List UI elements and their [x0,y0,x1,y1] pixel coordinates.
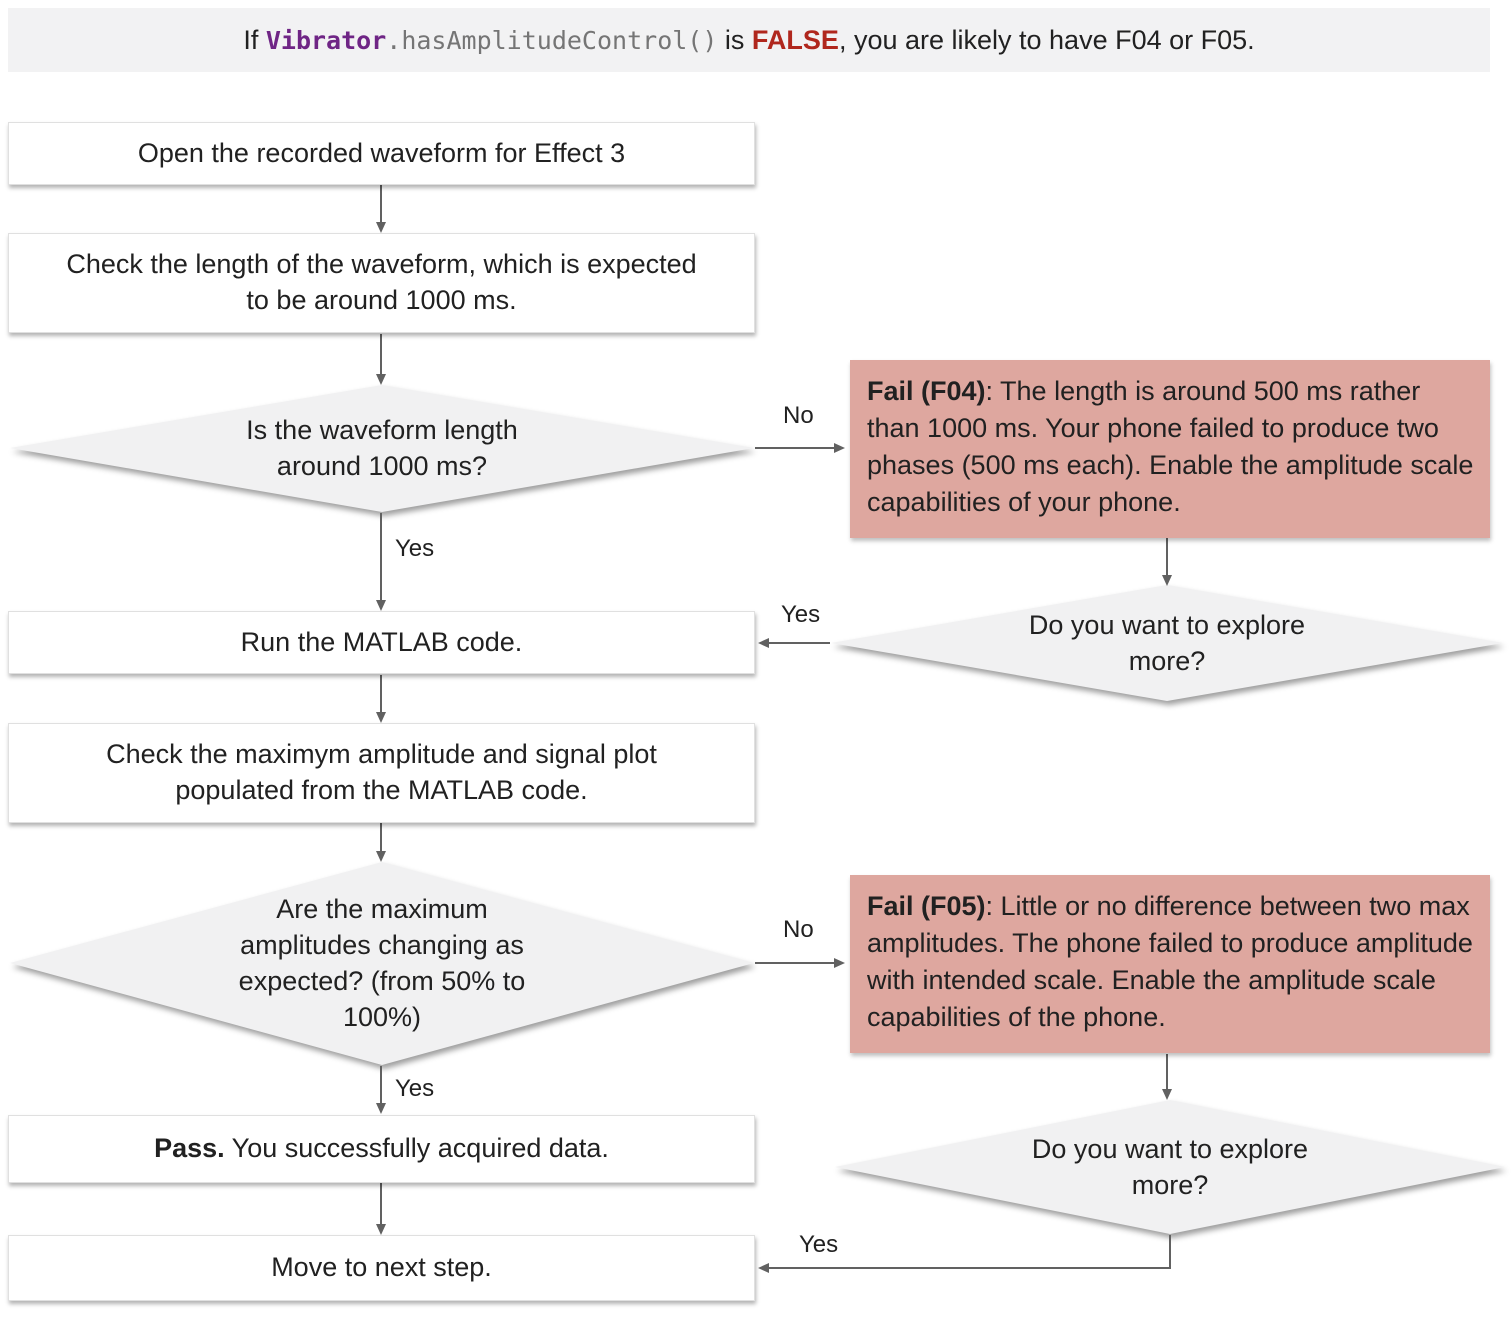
node-pass-title: Pass. [154,1133,225,1164]
node-next-step-label: Move to next step. [271,1252,492,1283]
node-run-matlab: Run the MATLAB code. [8,611,755,674]
edge-label-explore2-yes: Yes [799,1231,839,1258]
node-open-waveform: Open the recorded waveform for Effect 3 [8,122,755,185]
node-pass-body: You successfully acquired data. [224,1133,609,1164]
node-check-amplitude-label: Check the maximym amplitude and signal p… [106,739,657,805]
node-fail-f05-body: : Little or no difference between two ma… [867,891,1473,1032]
edge-label-amplitude-no: No [783,916,814,943]
edge-label-length-yes: Yes [395,535,435,562]
node-fail-f05: Fail (F05): Little or no difference betw… [850,875,1490,1053]
node-check-amplitude: Check the maximym amplitude and signal p… [8,723,755,823]
amplitude-decision-diamond [10,862,754,1065]
node-fail-f04-body: : The length is around 500 ms rather tha… [867,376,1474,517]
explore-more-1-label: Do you want to explore more? [1028,610,1306,676]
banner-code-method: .hasAmplitudeControl() [386,25,718,55]
edge-label-explore1-yes: Yes [781,601,821,628]
explore-more-2-label: Do you want to explore more? [1031,1134,1309,1200]
node-check-length-label: Check the length of the waveform, which … [66,249,697,315]
node-next-step: Move to next step. [8,1235,755,1301]
node-pass-label: Pass. You successfully acquired data. [154,1131,609,1167]
banner-false-literal: FALSE [751,24,839,55]
condition-banner: If Vibrator.hasAmplitudeControl() is FAL… [8,8,1490,72]
explore-more-2-diamond [835,1100,1505,1234]
amplitude-decision-label: Are the maximum amplitudes changing as e… [238,894,526,1032]
node-open-waveform-label: Open the recorded waveform for Effect 3 [137,137,626,168]
node-check-length: Check the length of the waveform, which … [8,233,755,333]
node-run-matlab-label: Run the MATLAB code. [240,626,523,657]
length-decision-label: Is the waveform length around 1000 ms? [246,415,518,481]
edge-label-length-no: No [783,402,814,429]
explore-more-1-diamond [831,585,1503,701]
banner-prefix: If [243,24,266,55]
node-fail-f05-title: Fail (F05) [867,891,986,921]
node-fail-f04: Fail (F04): The length is around 500 ms … [850,360,1490,538]
banner-code-object: Vibrator [265,25,387,55]
banner-suffix: , you are likely to have F04 or F05. [838,24,1255,55]
length-decision-diamond [10,385,754,512]
banner-connector: is [717,24,752,55]
edge-label-amplitude-yes: Yes [395,1075,435,1102]
node-pass: Pass. You successfully acquired data. [8,1115,755,1183]
arrow-explore2-yes [758,1235,1171,1273]
node-fail-f04-title: Fail (F04) [867,376,986,406]
